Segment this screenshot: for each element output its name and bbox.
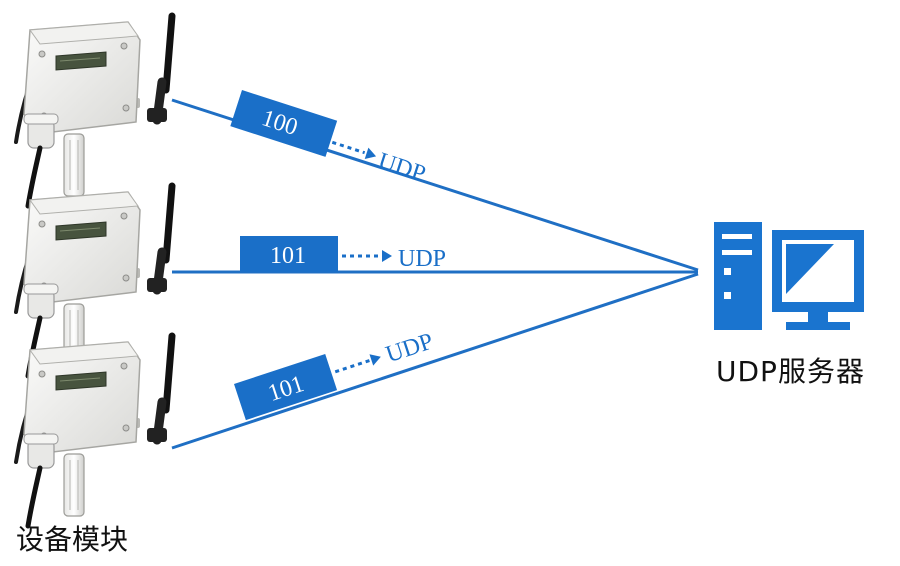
server-label: UDP服务器 <box>716 355 865 388</box>
arrow-head-icon <box>382 250 392 262</box>
packet-protocol: UDP <box>375 148 429 187</box>
wireless-sensor-device-icon <box>16 336 172 526</box>
packet-id: 101 <box>270 243 306 269</box>
packet-3: 101 UDP <box>234 329 437 421</box>
arrow-head-icon <box>369 354 381 366</box>
link-line-3 <box>171 272 699 450</box>
dotted-arrow <box>331 140 366 155</box>
packet-2: 101 UDP <box>240 236 446 272</box>
packet-box <box>240 236 338 272</box>
packet-protocol: UDP <box>398 246 446 272</box>
packet-1: 100 UDP <box>230 90 429 188</box>
arrow-head-icon <box>364 147 377 160</box>
packet-box <box>230 90 338 157</box>
wireless-sensor-device-icon <box>16 16 172 206</box>
server-computer-icon <box>714 222 864 330</box>
device-label: 设备模块 <box>16 523 129 556</box>
dotted-arrow <box>334 359 370 374</box>
packet-box <box>234 354 338 421</box>
